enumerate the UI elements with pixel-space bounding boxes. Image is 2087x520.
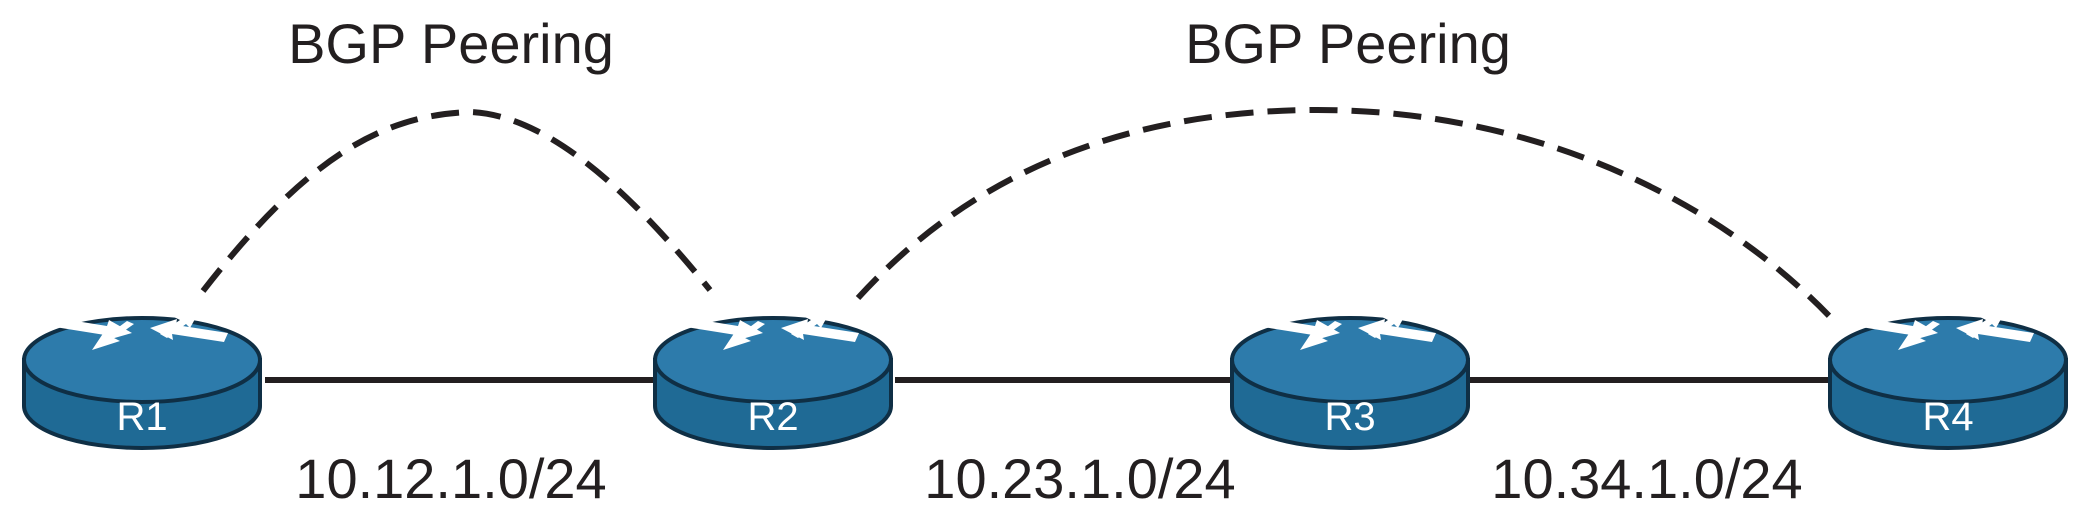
bgp-peering-label-2: BGP Peering: [1185, 12, 1511, 75]
router-r2[interactable]: R2: [653, 310, 893, 450]
subnet-label-r2-r3: 10.23.1.0/24: [924, 447, 1235, 510]
bgp-peering-curve-r2-r4: [855, 106, 1838, 325]
subnet-label-r1-r2: 10.12.1.0/24: [295, 447, 606, 510]
subnet-label-r3-r4: 10.34.1.0/24: [1491, 447, 1802, 510]
router-name: R3: [1324, 395, 1375, 439]
router-name: R1: [116, 395, 167, 439]
bgp-peering-curve-r1-r2: [200, 108, 713, 293]
router-name: R2: [747, 395, 798, 439]
router-r4[interactable]: R4: [1828, 310, 2068, 450]
router-r1[interactable]: R1: [22, 310, 262, 450]
bgp-peering-label-1: BGP Peering: [288, 12, 614, 75]
router-name: R4: [1922, 395, 1973, 439]
router-r3[interactable]: R3: [1230, 310, 1470, 450]
